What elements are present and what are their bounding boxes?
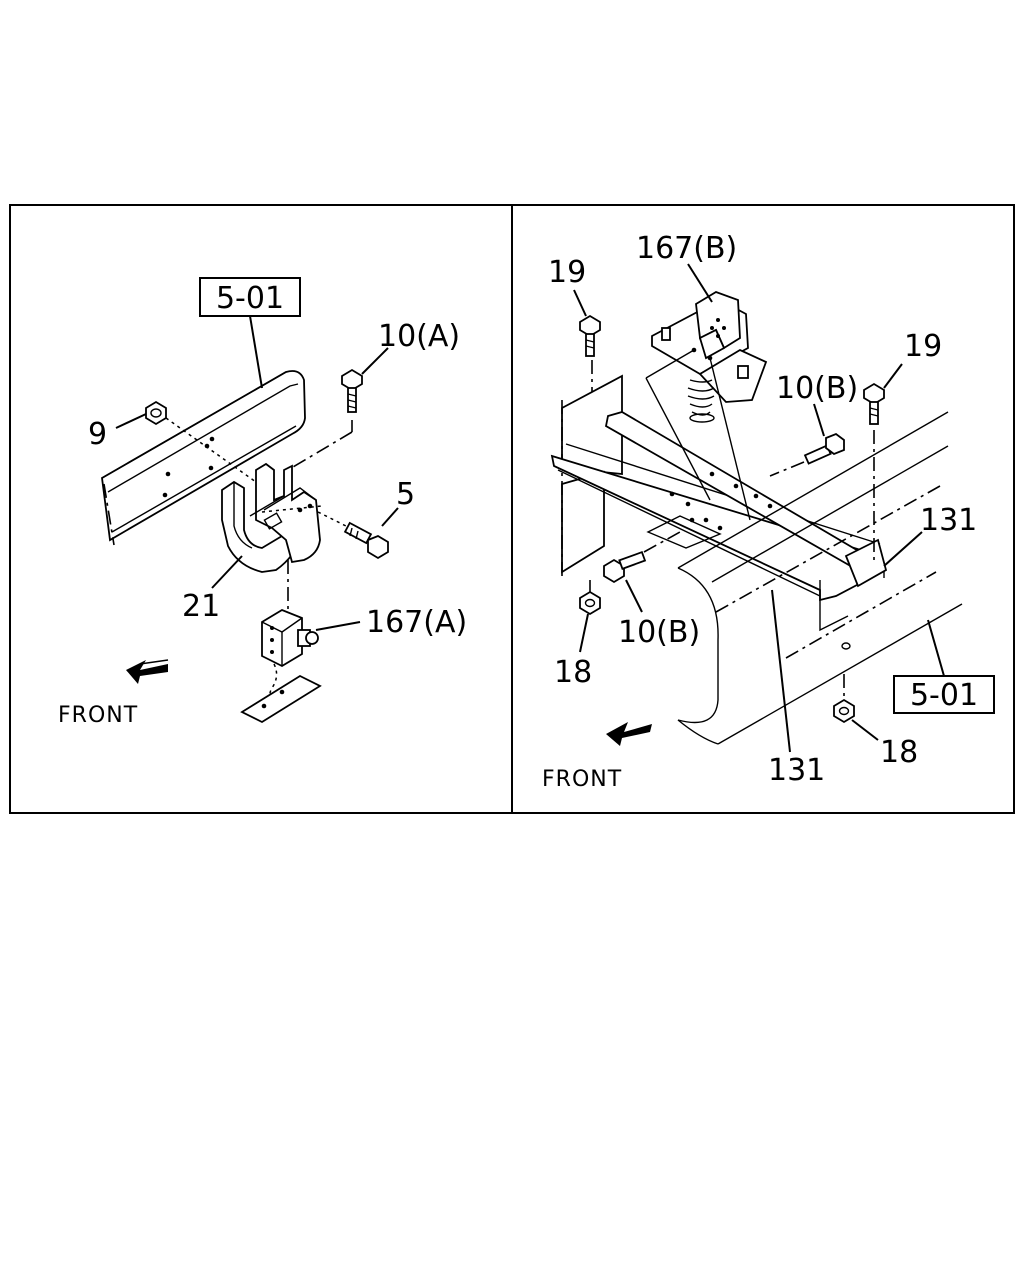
ref-box-5-01-right[interactable]: 5-01 xyxy=(893,675,995,714)
label-front-right: FRONT xyxy=(542,767,622,792)
frame-rail-right xyxy=(677,411,963,745)
label-front-left: FRONT xyxy=(58,703,138,728)
label-sensor-167a[interactable]: 167(A) xyxy=(366,605,467,640)
bracket-21 xyxy=(221,462,323,573)
bolt-5-icon xyxy=(343,521,389,560)
side-sheet xyxy=(561,374,623,580)
label-bolt-19-left[interactable]: 19 xyxy=(548,255,586,290)
label-nut-18-left[interactable]: 18 xyxy=(554,655,592,690)
bolt-10b-bottom-icon xyxy=(603,550,647,584)
label-bracket-131-bottom[interactable]: 131 xyxy=(768,753,825,788)
sensor-167a xyxy=(240,608,322,724)
front-arrow-icon xyxy=(606,722,652,746)
sensor-167b xyxy=(651,291,768,423)
left-panel: 5-01 9 10(A) xyxy=(58,277,467,728)
label-sensor-167b[interactable]: 167(B) xyxy=(636,231,737,266)
label-bolt-19-right[interactable]: 19 xyxy=(904,329,942,364)
ref-box-label: 5-01 xyxy=(910,678,978,713)
ref-box-5-01-left[interactable]: 5-01 xyxy=(199,277,301,317)
label-bolt-10b-top[interactable]: 10(B) xyxy=(776,371,858,406)
bolt-10b-top-icon xyxy=(803,432,845,465)
nut-18-right-icon xyxy=(833,698,855,724)
nut-9-icon xyxy=(145,400,167,426)
label-bracket-131-right[interactable]: 131 xyxy=(920,503,977,538)
bracket-131-right xyxy=(819,538,888,632)
bolt-19-left-icon xyxy=(579,314,601,357)
label-bolt-10a[interactable]: 10(A) xyxy=(378,319,460,354)
label-nut-9[interactable]: 9 xyxy=(88,417,107,452)
bolt-19-right-icon xyxy=(863,382,885,425)
rail-131 xyxy=(550,411,886,602)
nut-18-left-icon xyxy=(579,590,601,616)
label-nut-18-right[interactable]: 18 xyxy=(880,735,918,770)
right-panel: 131 131 167(B) xyxy=(542,231,995,792)
label-bolt-5[interactable]: 5 xyxy=(396,477,415,512)
front-arrow-icon xyxy=(126,659,169,684)
label-bracket-21[interactable]: 21 xyxy=(182,589,220,624)
frame-rail-left xyxy=(101,370,306,546)
label-bolt-10b-bottom[interactable]: 10(B) xyxy=(618,615,700,650)
ref-box-label: 5-01 xyxy=(216,281,284,316)
bolt-10a-icon xyxy=(341,368,363,413)
